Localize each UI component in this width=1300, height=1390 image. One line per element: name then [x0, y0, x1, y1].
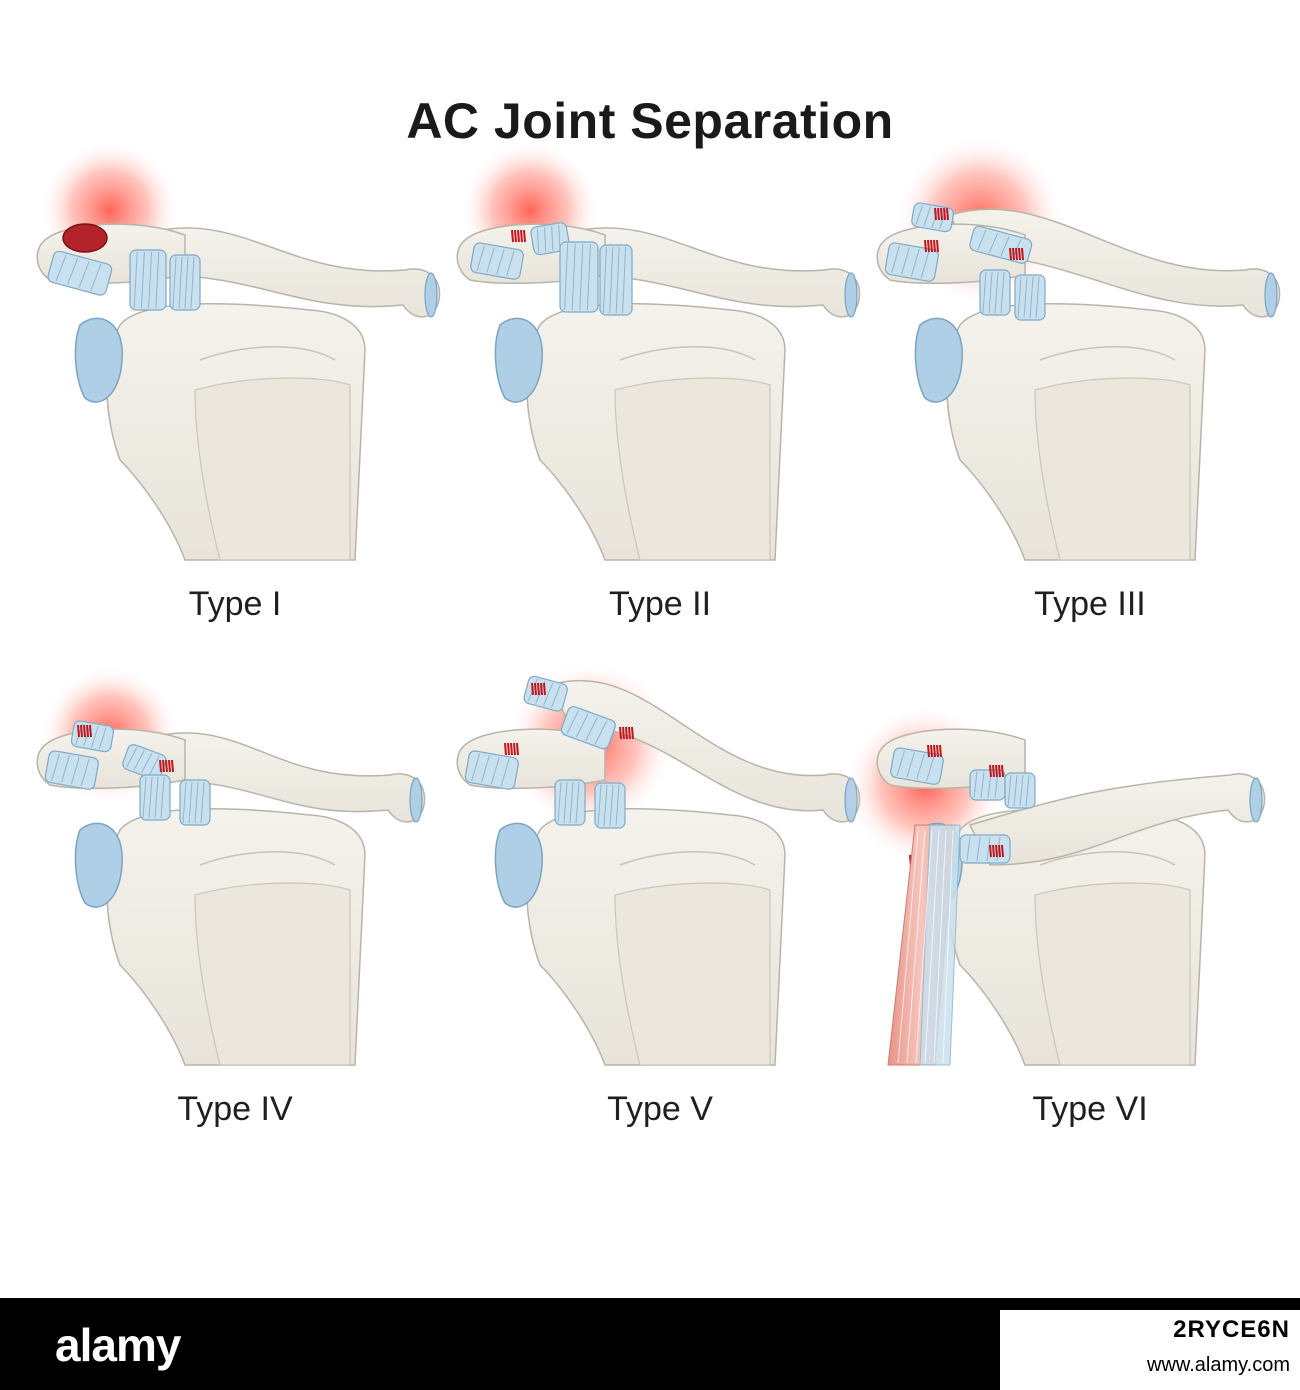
scapula-clavicle-svg [860, 160, 1290, 580]
scapula-clavicle-svg [20, 665, 450, 1085]
scapula-clavicle-svg [860, 665, 1290, 1085]
shoulder-illustration-1 [20, 160, 450, 580]
type-label: Type I [85, 585, 385, 624]
type-label: Type II [510, 585, 810, 624]
site-url: www.alamy.com [1000, 1354, 1290, 1377]
shoulder-illustration-2 [440, 160, 870, 580]
page-title: AC Joint Separation [0, 92, 1300, 150]
type-label: Type IV [85, 1090, 385, 1129]
shoulder-illustration-3 [860, 160, 1290, 580]
scapula-clavicle-svg [440, 665, 870, 1085]
scapula-clavicle-svg [20, 160, 450, 580]
type-label: Type VI [940, 1090, 1240, 1129]
type-label: Type V [510, 1090, 810, 1129]
image-id: 2RYCE6N [1000, 1316, 1290, 1344]
alamy-logo: alamy [55, 1318, 180, 1372]
scapula-clavicle-svg [440, 160, 870, 580]
shoulder-illustration-6 [860, 665, 1290, 1085]
shoulder-illustration-5 [440, 665, 870, 1085]
shoulder-illustration-4 [20, 665, 450, 1085]
type-label: Type III [940, 585, 1240, 624]
